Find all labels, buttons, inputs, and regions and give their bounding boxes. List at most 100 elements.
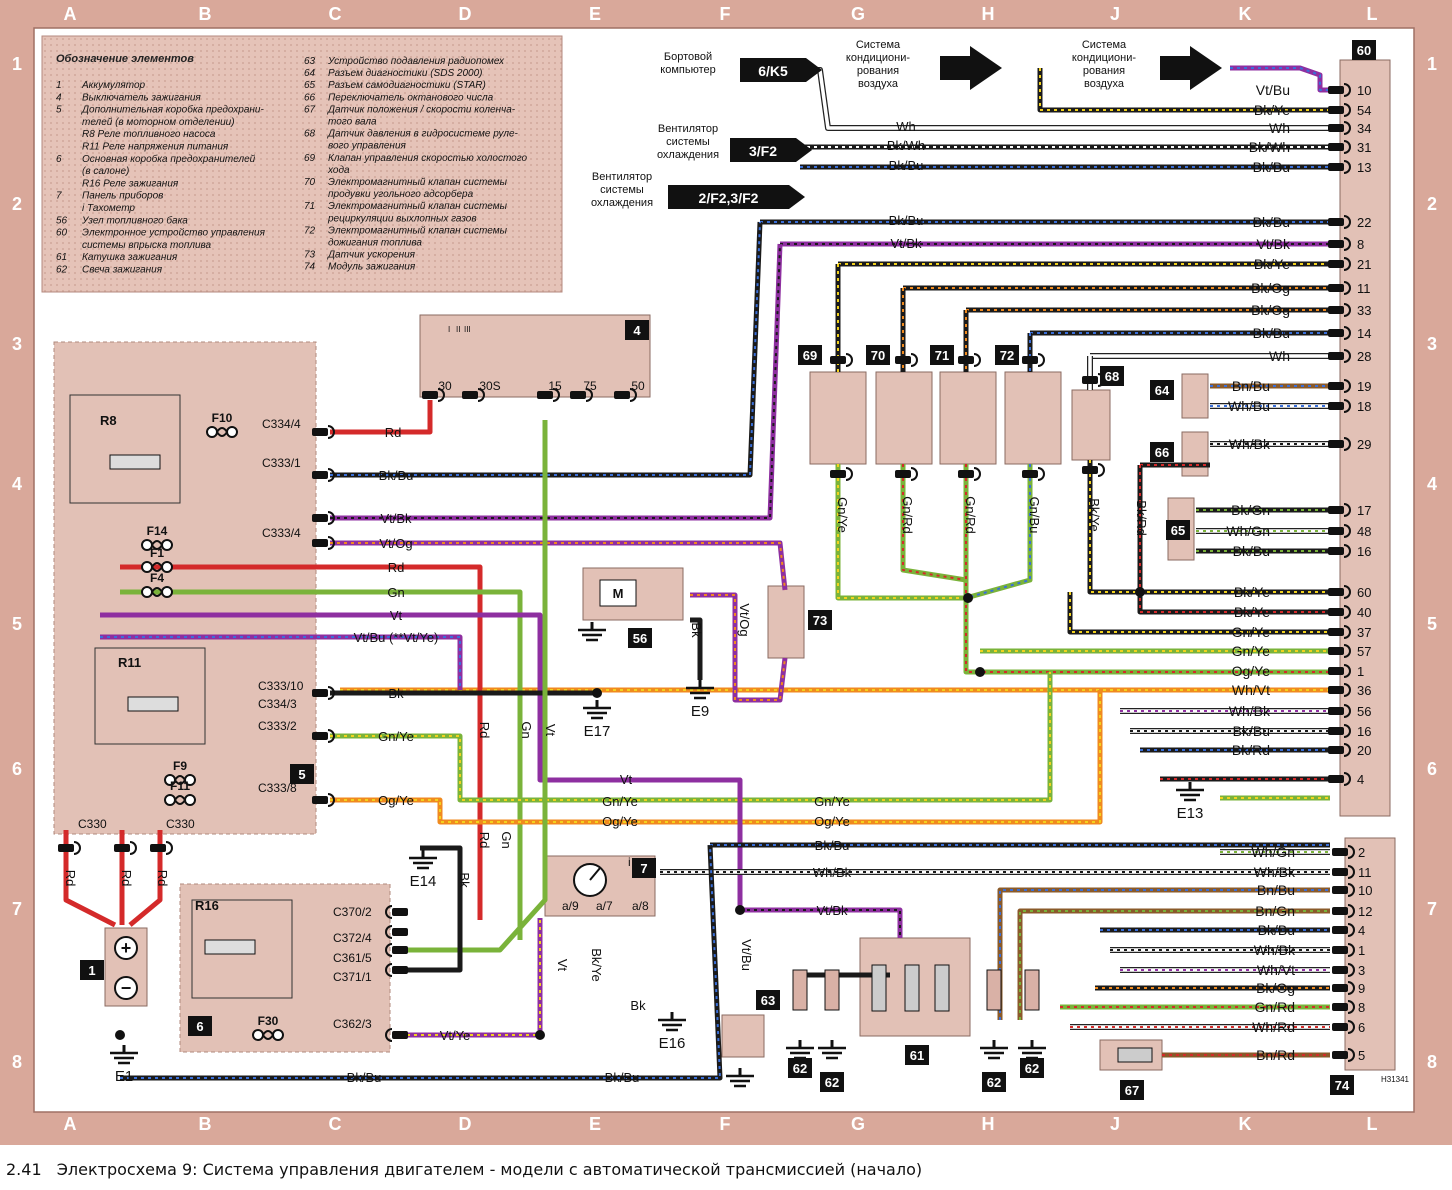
badge-62-2 bbox=[820, 1072, 844, 1092]
wire-label: Vt bbox=[555, 959, 570, 972]
connector-pin bbox=[1328, 402, 1344, 410]
fuse-link bbox=[151, 540, 164, 550]
badge-62-3-text: 62 bbox=[987, 1075, 1001, 1090]
connector-socket bbox=[1347, 923, 1355, 937]
connector-label: C334/3 bbox=[258, 697, 297, 711]
badge-69 bbox=[798, 345, 822, 365]
wire-label: Rd bbox=[388, 560, 405, 575]
row-number: 1 bbox=[1427, 54, 1437, 74]
row-number: 3 bbox=[12, 334, 22, 354]
switch-terminal-label: 50 bbox=[631, 379, 645, 393]
ecu-pin-number: 16 bbox=[1357, 544, 1371, 559]
wire-label: Bk/Bu bbox=[379, 468, 414, 483]
connector-label: C371/1 bbox=[333, 970, 372, 984]
wire-label: Wh/Vt bbox=[1232, 682, 1270, 698]
external-label: рования bbox=[1083, 65, 1125, 77]
wire-label: Vt/Og bbox=[379, 536, 412, 551]
connector-socket bbox=[1343, 399, 1351, 413]
wire-label: Vt/Bu (**Vt/Ye) bbox=[354, 630, 439, 645]
wire-label: Gn bbox=[387, 585, 404, 600]
fuse-label: F9 bbox=[173, 759, 187, 773]
connector-socket bbox=[973, 353, 981, 367]
wire-tracer bbox=[330, 672, 1051, 801]
wire-label: Gn bbox=[519, 721, 534, 738]
connector-socket bbox=[327, 729, 335, 743]
battery-plus: + bbox=[121, 938, 132, 958]
legend-text: Дополнительная коробка предохрани- bbox=[81, 104, 264, 116]
wire-label: Og/Ye bbox=[814, 814, 850, 829]
connector-socket bbox=[327, 686, 335, 700]
ecu-pin-number: 57 bbox=[1357, 644, 1371, 659]
wire-label: Bk/Rd bbox=[1134, 500, 1149, 535]
module-pin-number: 10 bbox=[1358, 883, 1372, 898]
badge-62-2-text: 62 bbox=[825, 1075, 839, 1090]
legend-text: Электронное устройство управления bbox=[82, 228, 266, 239]
connector-pin bbox=[958, 356, 974, 364]
connector-label: C361/5 bbox=[333, 951, 372, 965]
figure-caption: 2.41 Электросхема 9: Система управления … bbox=[6, 1160, 932, 1179]
legend-text: R11 Реле напряжения питания bbox=[82, 142, 229, 153]
legend-text: Датчик давления в гидросистеме руле- bbox=[327, 129, 519, 140]
wire-label: Bk/Bu bbox=[815, 838, 850, 853]
column-letter: D bbox=[459, 4, 472, 24]
wire-tracer bbox=[1089, 460, 1330, 593]
ecu-pin-number: 8 bbox=[1357, 237, 1364, 252]
connector-pin bbox=[1328, 727, 1344, 735]
badge-62-4 bbox=[1020, 1058, 1044, 1078]
legend-text: Модуль зажигания bbox=[328, 262, 416, 273]
ecu-pin-number: 1 bbox=[1357, 664, 1364, 679]
connector-socket bbox=[477, 388, 485, 402]
connector-pin bbox=[58, 844, 74, 852]
switch-terminal-label: 30 bbox=[438, 379, 452, 393]
connector-socket bbox=[1343, 704, 1351, 718]
legend-text: Узел топливного бака bbox=[81, 214, 188, 226]
wire-label: Wh bbox=[896, 119, 916, 134]
suppressor-63 bbox=[721, 1014, 765, 1058]
connector-pin bbox=[1022, 356, 1038, 364]
badge-56 bbox=[628, 628, 652, 648]
connector-pin bbox=[895, 356, 911, 364]
fuse-end bbox=[161, 586, 173, 598]
ground-label: E14 bbox=[410, 873, 437, 890]
connector-socket bbox=[973, 467, 981, 481]
legend-number: 67 bbox=[304, 104, 316, 115]
connector-socket bbox=[1343, 644, 1351, 658]
fuse-box-5 bbox=[53, 341, 317, 835]
module-pin-number: 2 bbox=[1358, 845, 1365, 860]
column-letter: J bbox=[1110, 1114, 1120, 1134]
connector-pin bbox=[1328, 527, 1344, 535]
connector-pin bbox=[312, 428, 328, 436]
junction-dot bbox=[975, 667, 985, 677]
legend-text: Электромагнитный клапан системы bbox=[328, 201, 508, 212]
external-label: Система bbox=[1082, 39, 1127, 51]
column-letter: H bbox=[982, 1114, 995, 1134]
connector-socket bbox=[910, 467, 918, 481]
junction-dot bbox=[1135, 587, 1145, 597]
ecu-pin-number: 19 bbox=[1357, 379, 1371, 394]
connector-pin bbox=[1328, 440, 1344, 448]
connector-pin bbox=[1328, 284, 1344, 292]
wire-label: Bk/Rd bbox=[1232, 742, 1270, 758]
wire-label: Bn/Rd bbox=[1256, 1047, 1295, 1063]
legend-number: 5 bbox=[56, 105, 62, 116]
connector-pin bbox=[312, 471, 328, 479]
wire-label: Bn/Bu bbox=[1232, 378, 1270, 394]
connector-pin bbox=[1332, 1023, 1348, 1031]
connector-pin bbox=[312, 796, 328, 804]
wire-label: Wh/Rd bbox=[1252, 1019, 1295, 1035]
fuse-label: F1 bbox=[150, 546, 164, 560]
external-label: системы bbox=[666, 136, 710, 148]
badge-73-text: 73 bbox=[813, 613, 827, 628]
module-pin-number: 9 bbox=[1358, 981, 1365, 996]
connector-pin bbox=[1328, 608, 1344, 616]
connector-pin bbox=[1332, 1051, 1348, 1059]
wire-label: Bk/Bu bbox=[1233, 543, 1270, 559]
switch-position-label: II bbox=[456, 325, 460, 334]
wire-Gn-Bu bbox=[965, 464, 1033, 601]
connector-socket bbox=[1343, 215, 1351, 229]
row-number: 1 bbox=[12, 54, 22, 74]
ecu-pin-number: 20 bbox=[1357, 743, 1371, 758]
wire-label: Gn/Bu bbox=[1027, 497, 1042, 534]
connector-socket bbox=[1343, 257, 1351, 271]
